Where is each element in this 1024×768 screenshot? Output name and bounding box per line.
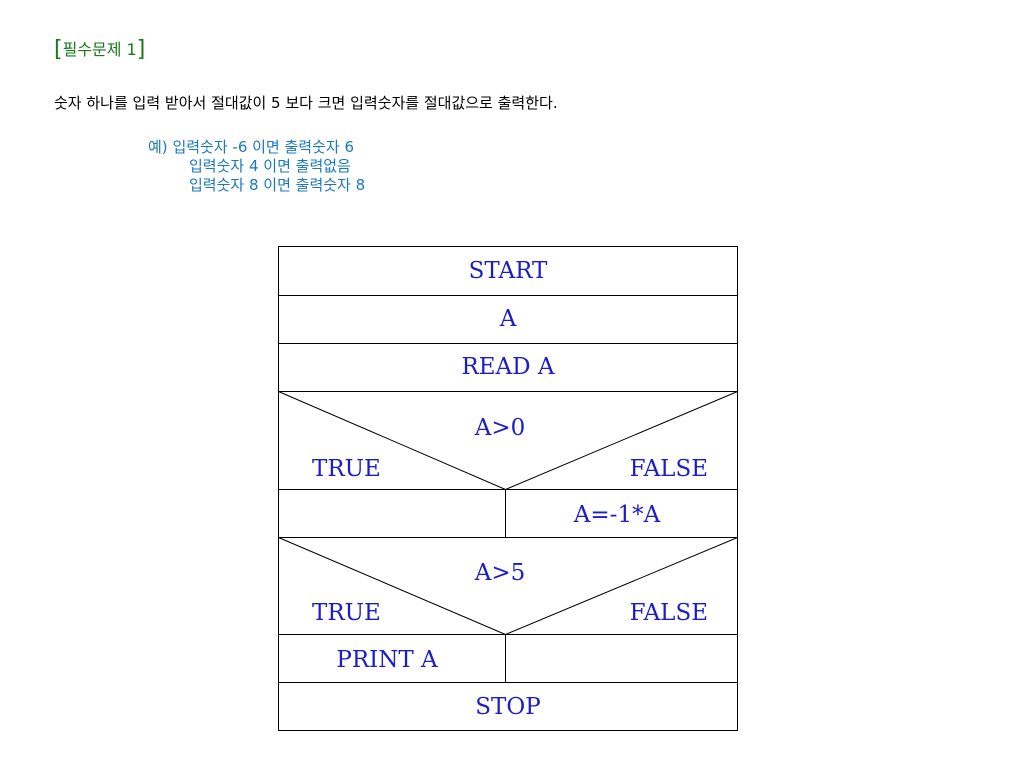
declare-label: A (499, 306, 517, 332)
decision1-left-diagonal (278, 391, 506, 490)
stop-label: STOP (475, 694, 540, 720)
heading-title: 필수문제 1 (62, 40, 137, 59)
decision1-true-label: TRUE (312, 456, 381, 482)
example-line-3: 입력숫자 8 이면 출력숫자 8 (189, 176, 366, 194)
heading-open-bracket: [ (54, 37, 63, 62)
problem-heading: [필수문제 1] (54, 36, 146, 62)
decision2-right-diagonal (505, 537, 738, 635)
decision2-condition: A>5 (474, 560, 526, 586)
example-prefix: 예) (148, 138, 168, 156)
example-text-1: 입력숫자 -6 이면 출력숫자 6 (172, 138, 355, 156)
decision2-true-action: PRINT A (336, 647, 438, 673)
diagram-border (278, 246, 738, 731)
decision1-false-action: A=-1*A (573, 502, 661, 528)
decision1-condition: A>0 (474, 415, 526, 441)
problem-statement: 숫자 하나를 입력 받아서 절대값이 5 보다 크면 입력숫자를 절대값으로 출… (54, 94, 558, 112)
decision1-right-diagonal (505, 391, 738, 490)
start-label: START (469, 258, 548, 284)
decision2-false-label: FALSE (630, 600, 708, 626)
examples-block: 예) 입력숫자 -6 이면 출력숫자 6 입력숫자 4 이면 출력없음 입력숫자… (148, 138, 365, 195)
diagram-lines (278, 246, 738, 731)
example-line-2: 입력숫자 4 이면 출력없음 (189, 157, 351, 175)
decision1-false-label: FALSE (630, 456, 708, 482)
read-label: READ A (461, 354, 554, 380)
decision2-left-diagonal (278, 537, 506, 635)
example-line-1: 예) 입력숫자 -6 이면 출력숫자 6 (148, 138, 365, 157)
heading-close-bracket: ] (136, 37, 146, 62)
decision2-true-label: TRUE (312, 600, 381, 626)
